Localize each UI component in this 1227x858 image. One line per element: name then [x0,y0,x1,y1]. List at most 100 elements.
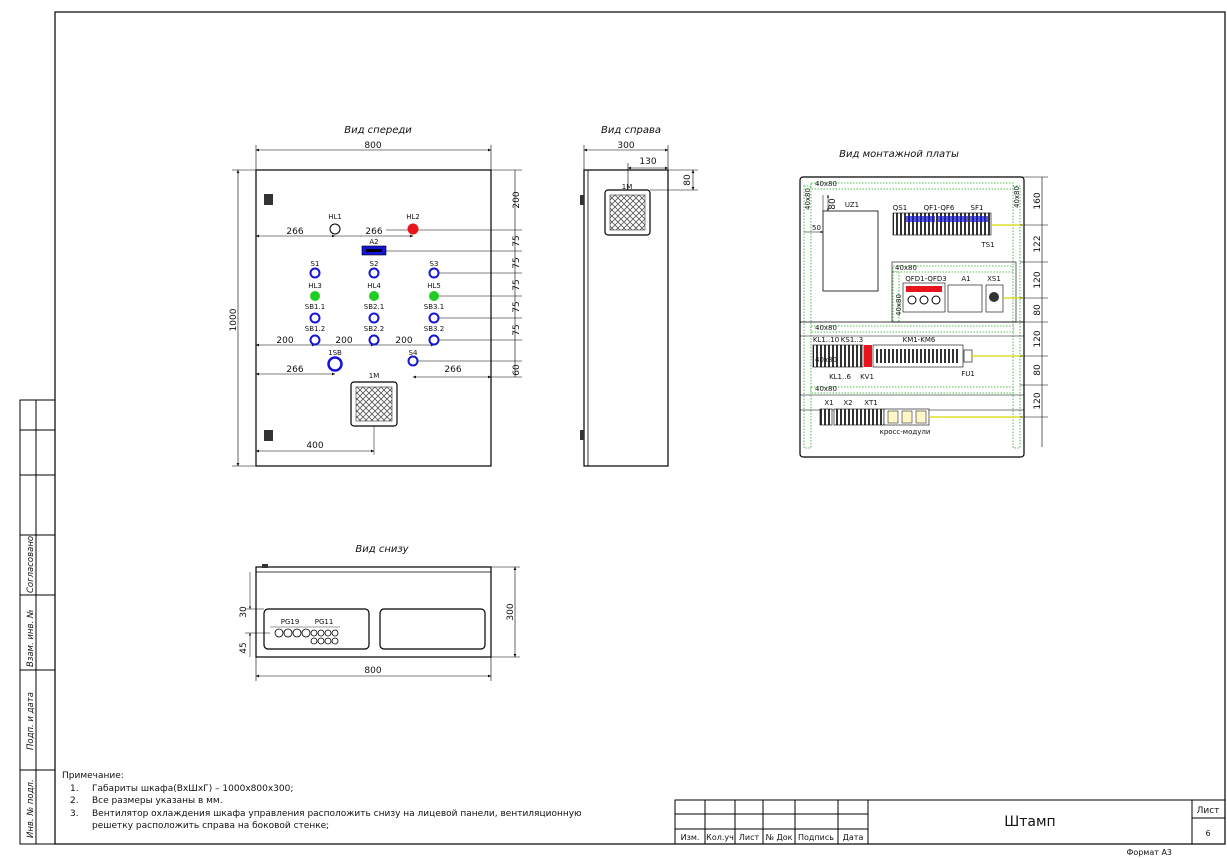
label-ks1-3: KS1..3 [841,336,863,344]
bottom-view [245,564,520,681]
plate-duct-label-right: 40х80 [1013,186,1021,208]
front-dim-75-d: 75 [512,301,522,312]
label-cross-modules: кросс-модули [880,428,931,436]
bottom-view-title: Вид снизу [355,544,409,555]
stamp-sheet-number: 6 [1205,829,1210,838]
label-qfd1-qfd3: QFD1-QFD3 [905,275,947,283]
front-dim-75-a: 75 [512,235,522,246]
label-pg19: PG19 [281,618,300,626]
stamp-col-doc: № Док [766,833,793,842]
right-view-title: Вид справа [601,125,661,136]
front-devices [309,223,440,427]
label-sb21: SB2.1 [364,303,384,311]
label-sb32: SB3.2 [424,325,444,333]
label-xs1: XS1 [987,275,1001,283]
plate-dim-160: 160 [1033,192,1043,209]
label-s3: S3 [430,260,439,268]
label-sb11: SB1.1 [305,303,325,311]
plate-view-title: Вид монтажной платы [839,149,959,160]
plate-dim-80-b: 80 [1033,364,1043,376]
label-kl1-6: KL1..6 [829,373,851,381]
side-label-approved: Согласовано [26,536,36,593]
side-label-orig-inv: Инв. № подл. [26,779,36,838]
binding-strip [19,399,56,845]
front-dim-200-a: 200 [276,336,293,346]
label-x2: X2 [843,399,852,407]
front-dim-200: 200 [512,191,522,208]
notes-title: Примечание: [62,771,124,781]
note-2-num: 2. [70,796,79,806]
label-hl3: HL3 [308,282,322,290]
front-dim-75-e: 75 [512,324,522,335]
title-block [674,799,1226,845]
plate-dim-120-b: 120 [1033,330,1043,347]
plate-duct-label-mid: 40х80 [895,264,917,272]
label-1sb: 1SB [328,349,342,357]
label-hl5: HL5 [427,282,441,290]
label-ts1: TS1 [980,241,994,249]
plate-dim-80-a: 80 [1033,304,1043,316]
label-sf1: SF1 [971,204,984,212]
label-a1: A1 [961,275,970,283]
front-dim-266-b: 266 [365,227,382,237]
front-view-title: Вид спереди [344,125,412,136]
front-dim-75-b: 75 [512,257,522,268]
front-dim-200-c: 200 [395,336,412,346]
right-dim-130: 130 [639,157,656,167]
note-2-text: Все размеры указаны в мм. [92,796,223,806]
label-s2: S2 [370,260,379,268]
note-3-cont: решетку расположить справа на боковой ст… [92,821,329,831]
sheet-frame [54,11,1226,845]
stamp-col-sheet: Лист [739,833,760,842]
label-x1: X1 [824,399,833,407]
bottom-width-dim: 800 [364,666,381,676]
front-view [232,145,522,467]
bottom-depth-dim: 300 [506,603,516,620]
label-kl1-10: KL1..10 [813,336,839,344]
label-qs1: QS1 [893,204,907,212]
plate-dim-120-a: 120 [1033,271,1043,288]
sheet-format: Формат А3 [1126,848,1172,857]
label-a2: A2 [369,238,378,246]
label-qf1-qf6: QF1-QF6 [924,204,955,212]
stamp-col-date: Дата [843,833,864,842]
front-dim-266-d: 266 [444,365,461,375]
right-width-dim: 300 [617,141,634,151]
label-uz1: UZ1 [845,201,859,209]
note-3-text: Вентилятор охлаждения шкафа управления р… [92,809,582,819]
label-sb12: SB1.2 [305,325,325,333]
plate-duct-label-top: 40х80 [815,180,837,188]
label-hl1: HL1 [328,213,342,221]
label-kv1: KV1 [860,373,874,381]
front-height-dim: 1000 [229,308,239,331]
front-dim-75-c: 75 [512,279,522,290]
label-s4: S4 [409,349,418,357]
label-sb31: SB3.1 [424,303,444,311]
right-view [580,145,698,467]
stamp-col-signature: Подпись [798,833,834,842]
note-1-text: Габариты шкафа(ВхШхГ) – 1000х800х300; [92,784,293,794]
side-label-replace-inv: Взам. инв. № [26,609,36,667]
label-km1-km6: KM1-KM6 [903,336,936,344]
plate-duct-label-left: 40х80 [804,188,812,210]
front-dim-266-c: 266 [286,365,303,375]
plate-dim-120-c: 120 [1033,392,1043,409]
plate-view [799,176,1048,458]
front-dim-400: 400 [306,441,323,451]
plate-duct-label-vert: 40х80 [895,294,903,316]
bottom-dim-45: 45 [239,642,249,653]
label-hl2: HL2 [406,213,420,221]
stamp-title: Штамп [1004,814,1055,830]
plate-dim-80: 80 [828,198,838,210]
plate-dim-122: 122 [1033,235,1043,252]
label-s1: S1 [311,260,320,268]
label-pg11: PG11 [315,618,334,626]
label-sb22: SB2.2 [364,325,384,333]
front-dim-266-a: 266 [286,227,303,237]
label-fu1: FU1 [961,370,975,378]
plate-duct-label-4: 40х80 [815,385,837,393]
bottom-dim-30: 30 [239,606,249,618]
note-1-num: 1. [70,784,79,794]
label-hl4: HL4 [367,282,381,290]
